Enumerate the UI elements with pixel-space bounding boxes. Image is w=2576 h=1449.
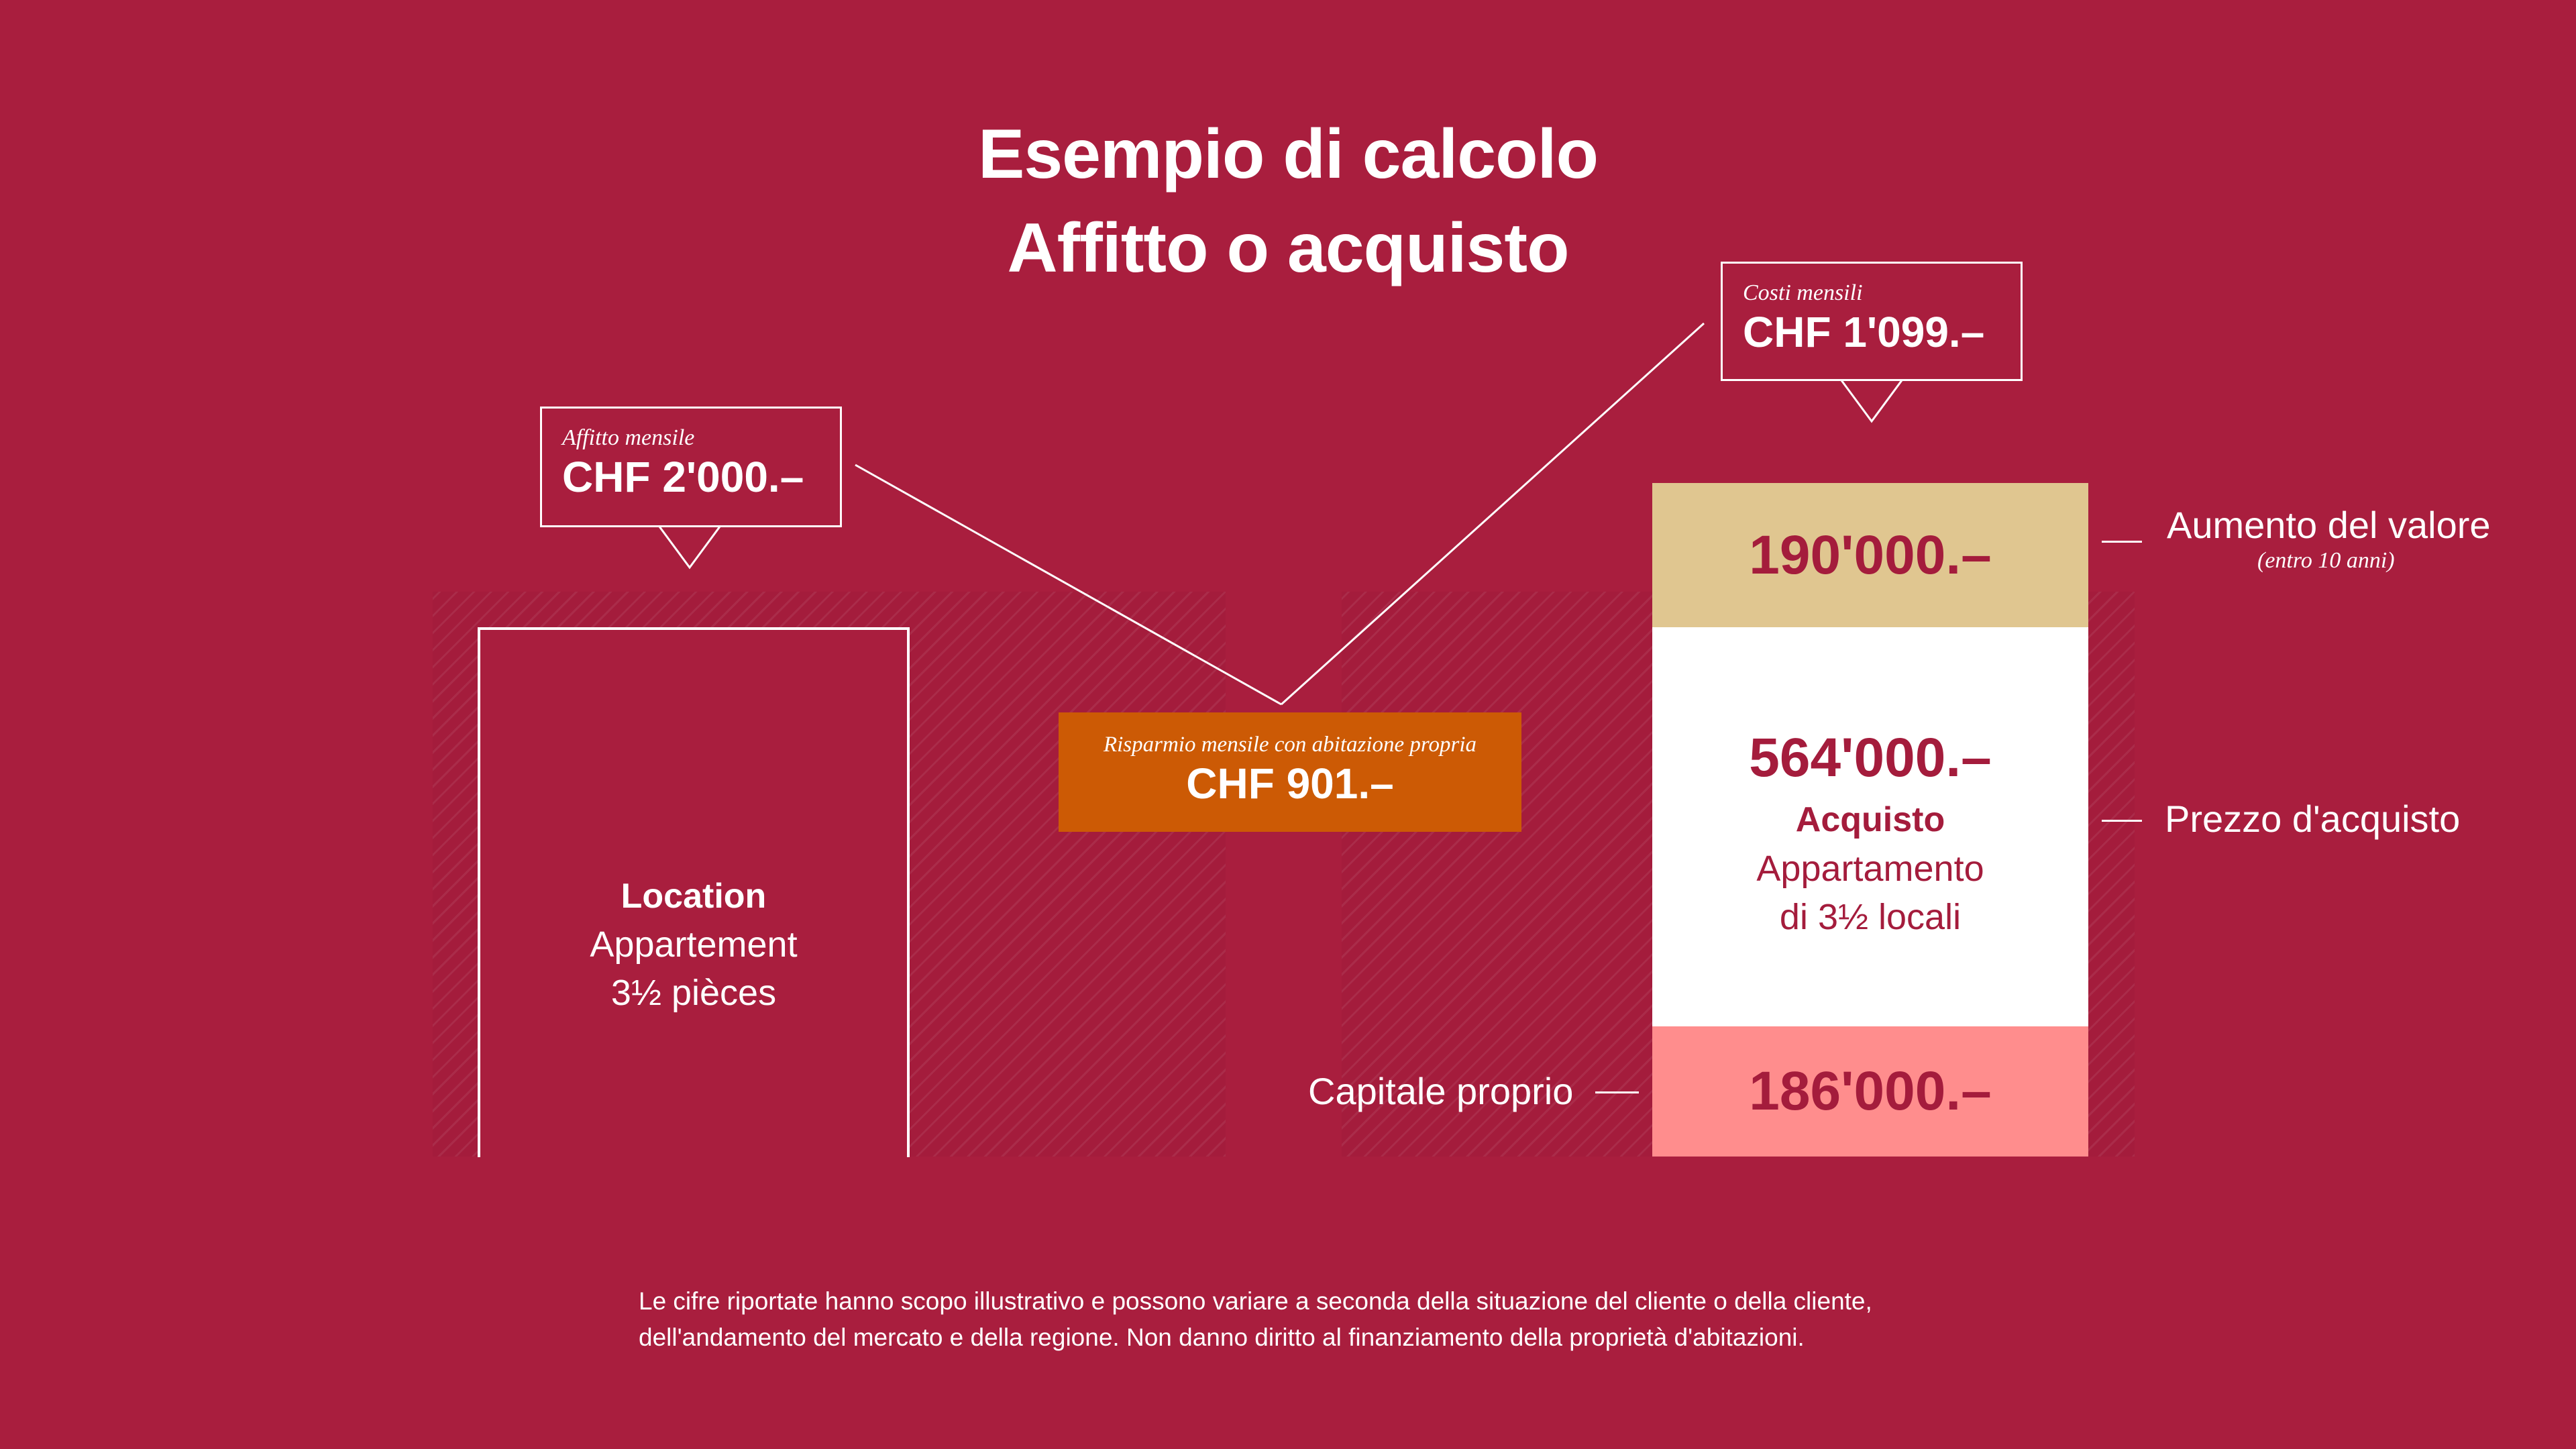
cost-callout-pointer — [1841, 380, 1902, 421]
rent-apartment-text: Location Appartement 3½ pièces — [478, 872, 910, 1017]
footnote-line-1: Le cifre riportate hanno scopo illustrat… — [639, 1287, 1872, 1315]
footnote-line-2: dell'andamento del mercato e della regio… — [639, 1324, 1805, 1351]
equity-block: 186'000.– — [1652, 1026, 2088, 1157]
rent-apartment-line-2: 3½ pièces — [610, 973, 777, 1013]
value-increase-sublabel: (entro 10 anni) — [2257, 548, 2395, 573]
value-increase-tick — [2102, 541, 2142, 543]
rent-callout-pointer — [659, 526, 720, 568]
purchase-price-tick — [2102, 820, 2142, 822]
connector-line-rent — [855, 464, 1282, 706]
monthly-costs-callout: Costi mensili CHF 1'099.– — [1721, 262, 2023, 381]
title-line-1: Esempio di calcolo — [977, 115, 1599, 193]
monthly-costs-label: Costi mensili — [1743, 280, 1863, 305]
monthly-savings-value: CHF 901.– — [1186, 759, 1394, 808]
purchase-price-block: 564'000.– Acquisto Appartamento di 3½ lo… — [1652, 627, 2088, 1026]
rent-apartment-frame — [478, 627, 910, 1157]
purchase-line-2: di 3½ locali — [1779, 897, 1962, 937]
value-increase-amount: 190'000.– — [1749, 525, 1992, 586]
value-increase-block: 190'000.– — [1652, 483, 2088, 627]
monthly-savings-label: Risparmio mensile con abitazione propria — [1103, 733, 1477, 757]
rent-callout-pointer-stroke — [658, 526, 721, 570]
rent-apartment-title: Location — [621, 877, 767, 916]
monthly-rent-value: CHF 2'000.– — [562, 453, 804, 501]
connector-line-cost — [1280, 322, 1705, 706]
cost-callout-pointer-stroke — [1840, 380, 1903, 423]
equity-tick — [1595, 1091, 1639, 1093]
monthly-rent-callout: Affitto mensile CHF 2'000.– — [540, 407, 842, 527]
title-line-2: Affitto o acquisto — [1007, 209, 1569, 287]
purchase-price-label: Prezzo d'acquisto — [2165, 798, 2461, 840]
page-title: Esempio di calcolo Affitto o acquisto — [0, 107, 2576, 295]
equity-label: Capitale proprio — [1308, 1070, 1574, 1112]
purchase-title: Acquisto — [1795, 800, 1945, 839]
monthly-rent-label: Affitto mensile — [562, 425, 695, 450]
value-increase-label: Aumento del valore — [2167, 504, 2491, 546]
callout-pointers — [658, 380, 1903, 570]
equity-amount: 186'000.– — [1749, 1061, 1992, 1122]
disclaimer-footnote: Le cifre riportate hanno scopo illustrat… — [639, 1283, 2249, 1356]
monthly-costs-value: CHF 1'099.– — [1743, 308, 1985, 356]
monthly-savings-banner: Risparmio mensile con abitazione propria… — [1059, 712, 1521, 832]
purchase-line-1: Appartamento — [1756, 849, 1984, 889]
purchase-price-amount: 564'000.– — [1749, 727, 1992, 788]
rent-apartment-line-1: Appartement — [590, 924, 798, 965]
